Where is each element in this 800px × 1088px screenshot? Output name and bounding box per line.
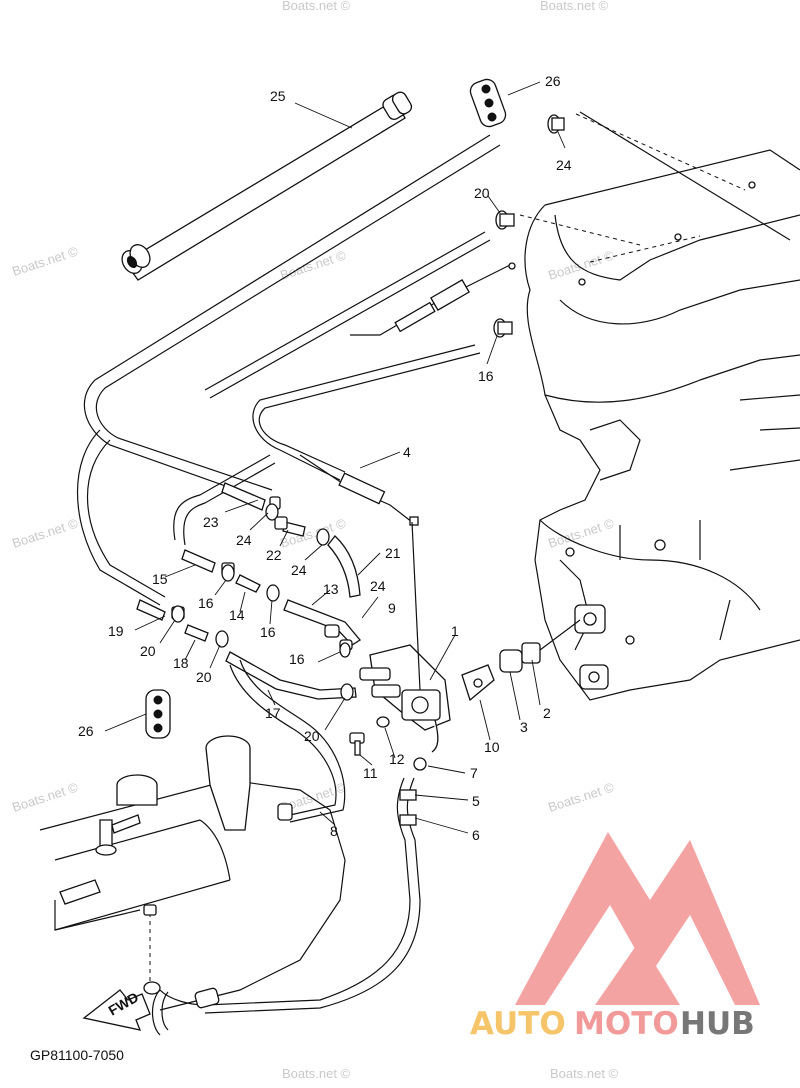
logo-word-hub: HUB	[680, 1006, 755, 1042]
callout-25: 25	[270, 88, 286, 104]
fitting-1	[359, 521, 451, 753]
gasket-10	[461, 664, 495, 702]
callout-20: 20	[474, 185, 490, 201]
watermark: Boats.net ©	[10, 243, 80, 278]
callout-11: 11	[363, 765, 378, 781]
callout-16: 16	[289, 651, 305, 667]
callout-20: 20	[140, 643, 156, 659]
watermark: Boats.net ©	[282, 1066, 351, 1081]
hose-8	[229, 659, 346, 823]
callout-20: 20	[304, 728, 320, 744]
bushing-3	[499, 649, 523, 673]
callout-18: 18	[173, 655, 189, 671]
callouts: 25 26 24 20 16 4 23 24 22 24 21 15 16 14…	[78, 73, 572, 843]
leader-lines	[104, 81, 566, 834]
clip-26	[469, 78, 507, 128]
callout-17: 17	[265, 705, 281, 721]
callout-4: 4	[403, 444, 411, 460]
fuel-tank	[39, 735, 346, 1036]
cable-assembly	[350, 262, 516, 336]
callout-26: 26	[545, 73, 561, 89]
callout-9: 9	[388, 600, 396, 616]
fitting-24	[547, 114, 565, 134]
callout-20: 20	[196, 669, 212, 685]
clip-26	[145, 689, 171, 739]
fwd-arrow-icon: FWD	[82, 989, 151, 1031]
logo-wordmark: AUTO MOTO HUB	[470, 1006, 755, 1042]
callout-3: 3	[520, 719, 528, 735]
callout-24: 24	[236, 532, 252, 548]
watermark: Boats.net ©	[540, 0, 609, 13]
callout-5: 5	[472, 793, 480, 809]
triangle-m-logo-icon	[515, 832, 760, 1005]
engine-block	[519, 111, 800, 701]
grommet-2	[521, 619, 581, 664]
callout-21: 21	[385, 545, 401, 561]
hose-clamps	[171, 503, 354, 701]
clamp-7	[413, 757, 427, 771]
callout-15: 15	[152, 571, 168, 587]
hose-25	[121, 91, 413, 281]
washer-12	[376, 716, 390, 728]
callout-26: 26	[78, 723, 94, 739]
callout-13: 13	[323, 581, 339, 597]
watermark: Boats.net ©	[10, 515, 80, 550]
callout-1: 1	[451, 623, 459, 639]
callout-14: 14	[229, 607, 245, 623]
diagram-code: GP81100-7050	[30, 1047, 124, 1063]
callout-12: 12	[389, 751, 405, 767]
watermark: Boats.net ©	[278, 247, 348, 282]
callout-16: 16	[198, 595, 214, 611]
tubing	[77, 134, 501, 606]
watermark: Boats.net ©	[546, 779, 616, 814]
callout-7: 7	[470, 765, 478, 781]
callout-16: 16	[260, 624, 276, 640]
callout-2: 2	[543, 705, 551, 721]
fitting-16	[493, 318, 513, 338]
callout-19: 19	[108, 623, 124, 639]
callout-24: 24	[370, 578, 386, 594]
watermark: Boats.net ©	[550, 1066, 619, 1081]
logo-word-auto: AUTO	[470, 1006, 566, 1042]
callout-6: 6	[472, 827, 480, 843]
callout-23: 23	[203, 514, 219, 530]
watermark: Boats.net ©	[10, 779, 80, 814]
cable-4	[299, 454, 419, 526]
watermark: Boats.net ©	[282, 0, 351, 13]
fitting-20	[495, 210, 515, 230]
logo-word-moto: MOTO	[574, 1006, 679, 1042]
callout-24: 24	[291, 562, 307, 578]
bolt-11	[349, 732, 365, 756]
callout-24: 24	[556, 157, 572, 173]
callout-16: 16	[478, 368, 494, 384]
callout-8: 8	[330, 823, 338, 839]
callout-10: 10	[484, 739, 500, 755]
callout-22: 22	[266, 547, 282, 563]
